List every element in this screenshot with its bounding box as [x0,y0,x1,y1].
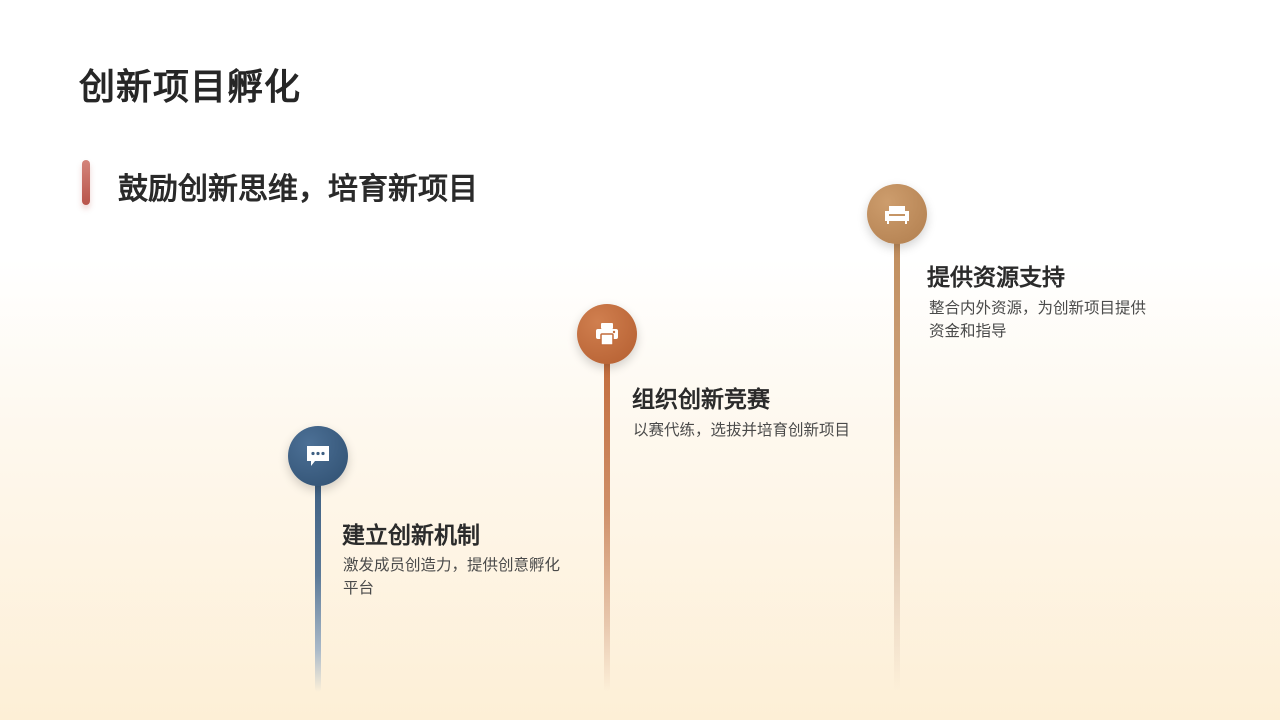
printer-icon [596,323,618,346]
chat-bubble-icon [307,446,329,466]
step-3-pin [867,184,927,244]
slide-subtitle: 鼓励创新思维，培育新项目 [118,173,478,206]
step-2-pin [577,304,637,364]
step-3-title: 提供资源支持 [927,264,1065,290]
step-1-title: 建立创新机制 [342,522,480,548]
step-1-description: 激发成员创造力，提供创意孵化平台 [343,557,561,597]
step-2-stem [604,358,610,692]
step-3-stem [894,238,900,692]
step-1-stem [315,480,321,692]
slide-title: 创新项目孵化 [79,66,302,107]
step-2-description: 以赛代练，选拔并培育创新项目 [633,422,851,439]
step-1-pin [288,426,348,486]
accent-bar [82,160,90,205]
step-2-title: 组织创新竞赛 [632,386,770,412]
step-3-description: 整合内外资源，为创新项目提供资金和指导 [929,300,1147,340]
sofa-icon [885,206,909,224]
